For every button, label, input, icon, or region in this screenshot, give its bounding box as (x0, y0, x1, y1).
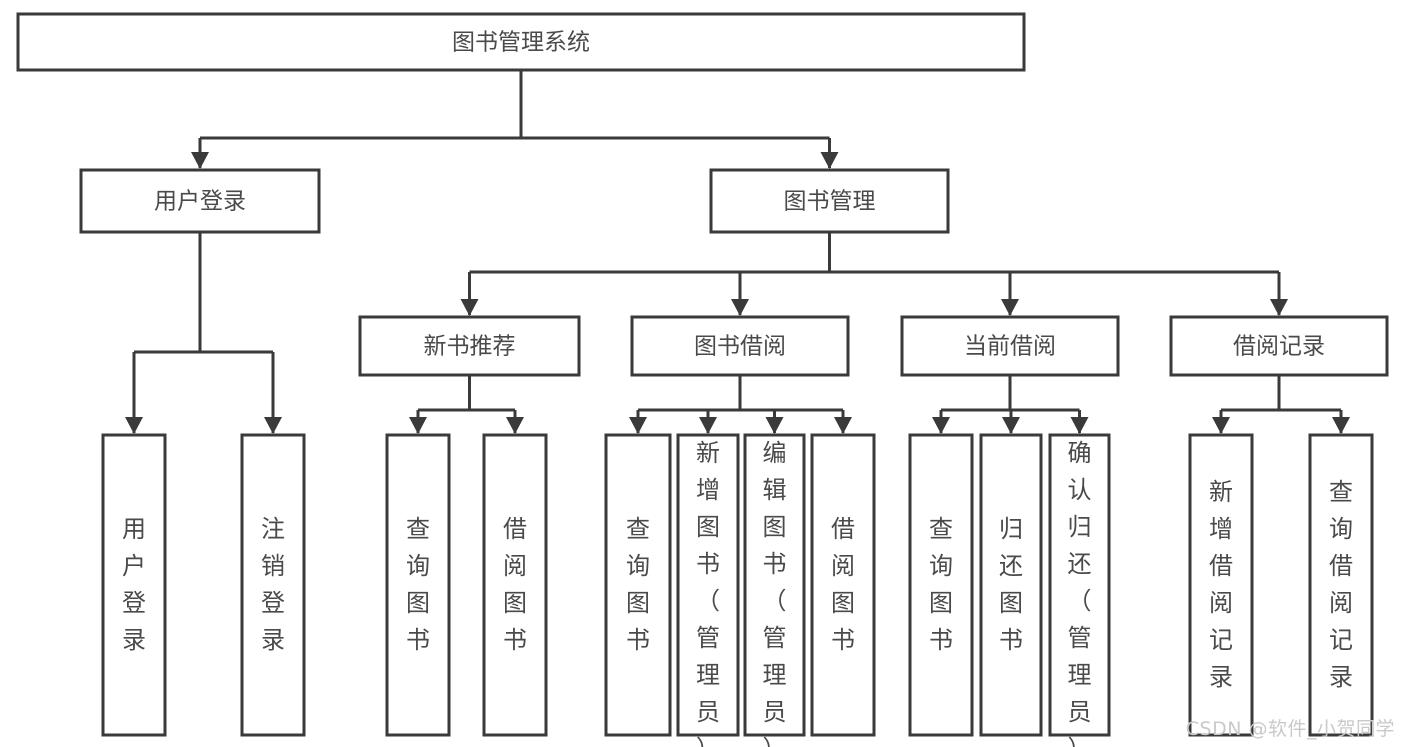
node-current-borrow-label: 当前借阅 (964, 334, 1056, 360)
leaf-leaf-edit-book-label: 编辑图书（管理员） (763, 439, 787, 747)
leafconn-book-borrow-arrow-0 (629, 417, 647, 434)
leaf-leaf-borrow-book-br-label: 借阅图书 (831, 515, 855, 654)
leafconn-book-borrow-arrow-1 (699, 417, 717, 434)
root-to-level2-arrow-0 (191, 152, 209, 169)
leaf-leaf-query-book-br-box[interactable] (604, 433, 672, 737)
connector-layer (125, 70, 1350, 434)
root-node-label: 图书管理系统 (452, 30, 590, 56)
leafconn-current-borrow-arrow-0 (932, 417, 950, 434)
node-book-borrow-label: 图书借阅 (694, 334, 786, 360)
bookmanage-to-level3-arrow-1 (731, 299, 749, 316)
leaf-leaf-add-book-box[interactable] (676, 433, 740, 737)
root-node-box[interactable] (16, 12, 1026, 72)
leaf-leaf-logout-box[interactable] (240, 433, 306, 737)
leafconn-new-book-rec-arrow-0 (409, 417, 427, 434)
node-current-borrow-box[interactable] (900, 315, 1120, 377)
leaf-leaf-query-book-new-box[interactable] (385, 433, 451, 737)
leaf-leaf-query-book-br-label: 查询图书 (626, 515, 650, 654)
leafconn-current-borrow-arrow-1 (1002, 417, 1020, 434)
watermark-text: CSDN @软件_小贺同学 (1185, 718, 1395, 740)
leaf-leaf-user-login-label: 用户登录 (122, 515, 146, 654)
leaf-leaf-add-record-label: 新增借阅记录 (1209, 478, 1233, 691)
leaf-leaf-query-book-cur-label: 查询图书 (929, 515, 953, 654)
root-to-level2-arrow-1 (820, 152, 839, 169)
node-user-login-label: 用户登录 (154, 189, 246, 215)
leafconn-current-borrow-arrow-2 (1070, 417, 1089, 434)
leaf-leaf-query-record-label: 查询借阅记录 (1329, 478, 1353, 691)
leaf-leaf-borrow-book-br-box[interactable] (810, 433, 876, 737)
leaf-leaf-borrow-book-new-box[interactable] (482, 433, 548, 737)
node-book-borrow-box[interactable] (630, 315, 850, 377)
leafconn-user-login-arrow-0 (125, 417, 143, 434)
leaf-leaf-borrow-book-new-label: 借阅图书 (503, 515, 527, 654)
leaf-leaf-query-record-box[interactable] (1308, 433, 1374, 737)
leaf-leaf-add-record-box[interactable] (1188, 433, 1254, 737)
bookmanage-to-level3-arrow-0 (460, 299, 479, 316)
leaf-leaf-confirm-return-box[interactable] (1048, 433, 1111, 737)
leafconn-user-login-arrow-1 (264, 417, 282, 434)
node-new-book-rec-box[interactable] (358, 315, 581, 377)
leaf-leaf-query-book-new-label: 查询图书 (406, 515, 430, 654)
leaf-leaf-confirm-return-label: 确认归还（管理员） (1068, 439, 1092, 747)
node-new-book-rec-label: 新书推荐 (424, 334, 516, 360)
leafconn-book-borrow-arrow-2 (765, 417, 784, 434)
node-borrow-record-label: 借阅记录 (1233, 334, 1325, 360)
node-layer: 图书管理系统用户登录图书管理新书推荐图书借阅当前借阅借阅记录用户登录注销登录查询… (16, 12, 1389, 747)
leaf-leaf-edit-book-box[interactable] (743, 433, 806, 737)
node-book-manage-label: 图书管理 (784, 189, 876, 215)
leafconn-new-book-rec-arrow-1 (506, 417, 524, 434)
leaf-leaf-query-book-cur-box[interactable] (908, 433, 974, 737)
bookmanage-to-level3-arrow-3 (1270, 299, 1288, 316)
leafconn-borrow-record-arrow-1 (1332, 417, 1350, 434)
leafconn-borrow-record-arrow-0 (1212, 417, 1230, 434)
leaf-leaf-user-login-box[interactable] (101, 433, 167, 737)
node-borrow-record-box[interactable] (1169, 315, 1389, 377)
leafconn-book-borrow-arrow-3 (834, 417, 852, 434)
leaf-leaf-logout-label: 注销登录 (261, 515, 285, 654)
node-user-login-box[interactable] (79, 168, 321, 234)
leaf-leaf-return-book-label: 归还图书 (999, 515, 1023, 654)
bookmanage-to-level3-arrow-2 (1001, 299, 1019, 316)
node-book-manage-box[interactable] (709, 168, 950, 234)
leaf-leaf-add-book-label: 新增图书（管理员） (696, 439, 720, 747)
leaf-leaf-return-book-box[interactable] (979, 433, 1043, 737)
